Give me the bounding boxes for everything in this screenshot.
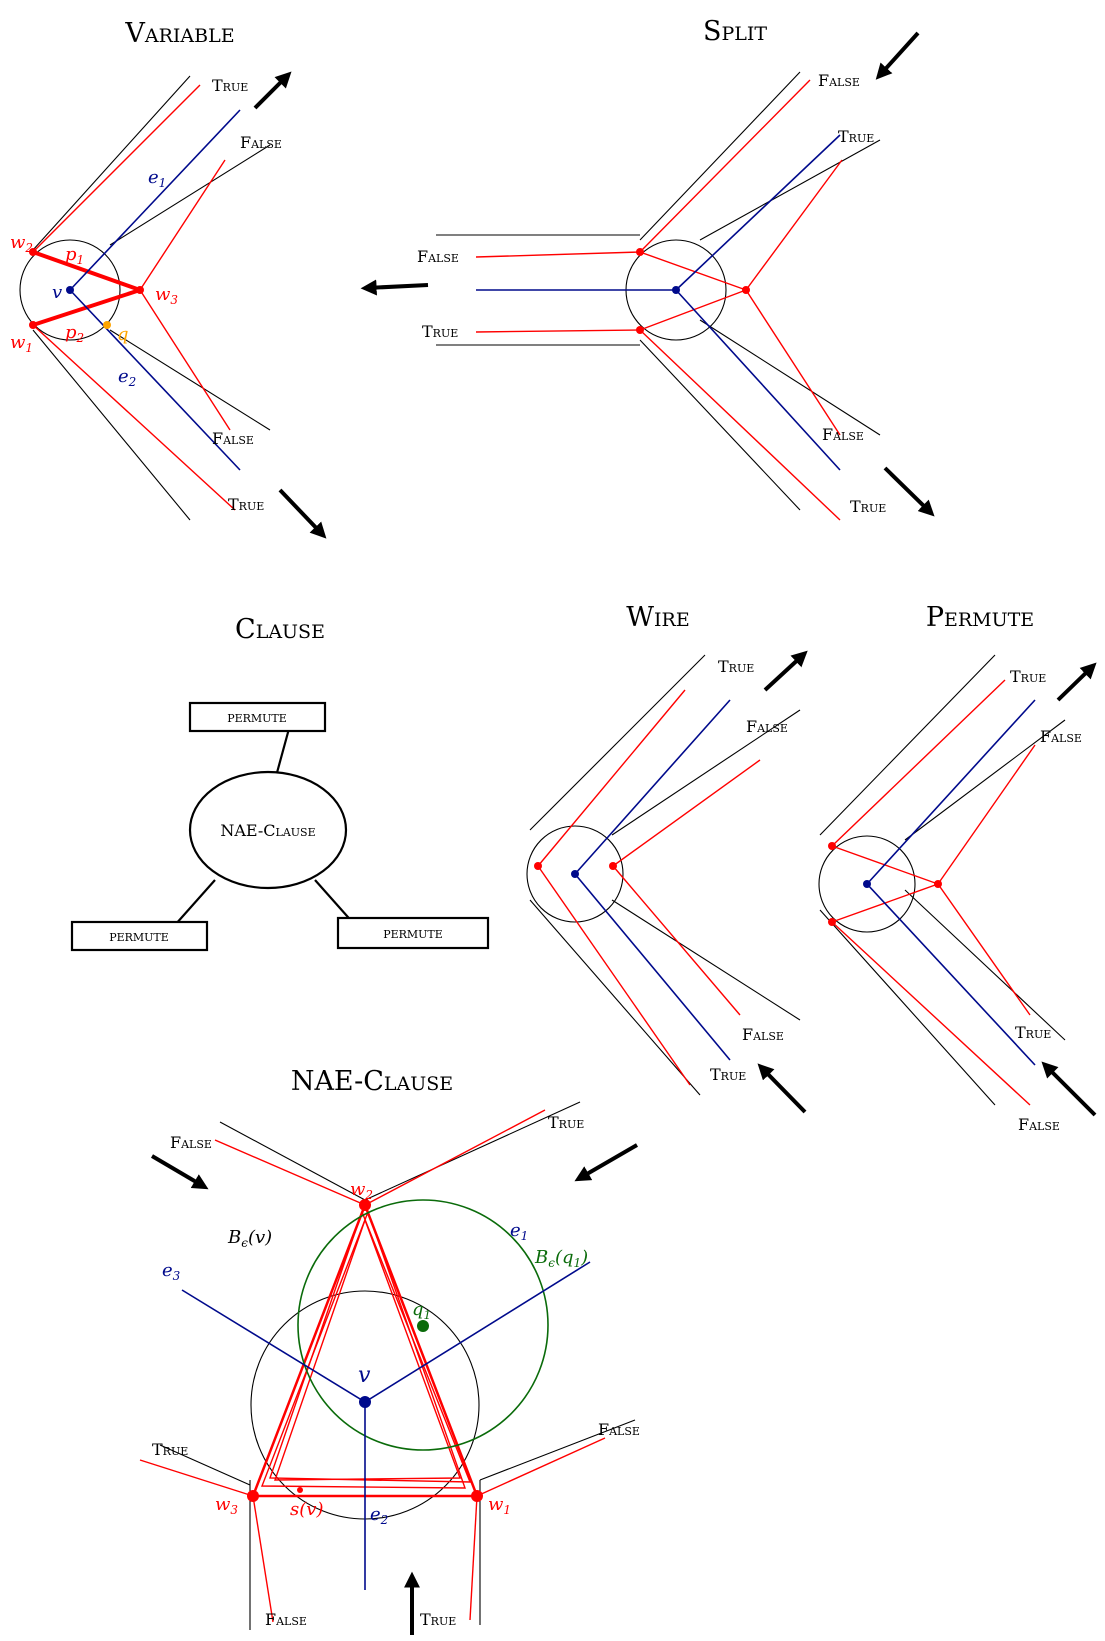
- svg-text:v: v: [358, 1363, 371, 1388]
- wire-arrow-out: [763, 650, 808, 692]
- clause-gadget: Clause permute permute permute NAE-Claus…: [70, 614, 490, 952]
- variable-true-bottom: True: [228, 495, 264, 514]
- nae-clause-node: [188, 770, 348, 890]
- wire-arrow-in: [757, 1063, 807, 1114]
- nae-false-top-left: False: [170, 1133, 212, 1152]
- svg-text:w3: w3: [155, 284, 178, 307]
- split-arrow-out: [883, 466, 935, 517]
- svg-text:NAE-Clause: NAE-Clause: [220, 821, 315, 840]
- split-gadget: Split False True False True False True: [360, 16, 935, 521]
- nae-clause-title: NAE-Clause: [291, 1066, 453, 1097]
- split-true-left: True: [422, 322, 458, 341]
- svg-text:p2: p2: [65, 322, 84, 345]
- permute-false-bottom: False: [1018, 1115, 1060, 1134]
- svg-text:w2: w2: [350, 1179, 373, 1202]
- nae-true-top-right: True: [548, 1113, 584, 1132]
- svg-text:v: v: [52, 282, 62, 303]
- arrow-out-up: [253, 71, 292, 110]
- svg-text:s(v): s(v): [290, 1499, 323, 1520]
- wire-false-bottom: False: [742, 1025, 784, 1044]
- variable-gadget: Variable True False False True e1 e2 w2 …: [10, 18, 327, 539]
- nae-false-bottom: False: [265, 1610, 307, 1629]
- permute-arrow-in: [1041, 1061, 1097, 1117]
- variable-title: Variable: [124, 18, 234, 49]
- svg-text:Bϵ(q1): Bϵ(q1): [534, 1247, 588, 1270]
- permute-box-right: [336, 916, 490, 950]
- permute-box-left: [70, 920, 209, 952]
- nae-true-left: True: [152, 1440, 188, 1459]
- permute-title: Permute: [926, 602, 1034, 633]
- arrow-out-down: [278, 488, 327, 539]
- permute-box-top: [188, 701, 327, 733]
- variable-false-bottom: False: [212, 429, 254, 448]
- svg-text:p1: p1: [65, 244, 84, 267]
- wire-false-top: False: [746, 717, 788, 736]
- split-arrow-left: [360, 279, 429, 296]
- svg-text:q1: q1: [412, 1299, 431, 1322]
- wire-title: Wire: [626, 602, 689, 633]
- svg-text:w2: w2: [10, 232, 33, 255]
- nae-arrow-right: [574, 1143, 639, 1182]
- svg-text:e2: e2: [370, 1504, 388, 1527]
- wire-true-bottom: True: [710, 1065, 746, 1084]
- svg-text:e1: e1: [148, 167, 166, 190]
- permute-arrow-out: [1056, 662, 1097, 702]
- wire-true-top: True: [718, 657, 754, 676]
- split-title: Split: [703, 16, 767, 47]
- svg-text:Bϵ(v): Bϵ(v): [227, 1227, 272, 1250]
- nae-clause-gadget: NAE-Clause False: [139, 1066, 640, 1635]
- split-true-top: True: [838, 127, 874, 146]
- nae-arrow-left: [150, 1154, 209, 1190]
- svg-text:q: q: [117, 324, 129, 345]
- variable-false-top: False: [240, 133, 282, 152]
- wire-gadget: Wire True False False True: [526, 602, 808, 1114]
- split-arrow-in: [875, 31, 920, 80]
- split-false-top: False: [818, 71, 860, 90]
- ball-q1: [297, 1199, 549, 1451]
- svg-text:permute: permute: [227, 707, 287, 726]
- nae-true-bottom: True: [420, 1610, 456, 1629]
- permute-gadget: Permute True False True False: [818, 602, 1097, 1134]
- svg-text:e2: e2: [118, 366, 136, 389]
- svg-text:e3: e3: [162, 1260, 181, 1283]
- split-true-bottom: True: [850, 497, 886, 516]
- permute-false-top: False: [1040, 727, 1082, 746]
- variable-true-top: True: [212, 76, 248, 95]
- vertex-v: [66, 286, 74, 294]
- nae-false-right: False: [598, 1420, 640, 1439]
- svg-text:w1: w1: [10, 332, 33, 355]
- svg-text:w3: w3: [215, 1494, 238, 1517]
- svg-text:permute: permute: [109, 926, 169, 945]
- permute-true-bottom: True: [1015, 1023, 1051, 1042]
- clause-title: Clause: [235, 614, 325, 645]
- svg-text:w1: w1: [488, 1494, 511, 1517]
- split-false-left: False: [417, 247, 459, 266]
- svg-text:permute: permute: [383, 923, 443, 942]
- split-false-bottom: False: [822, 425, 864, 444]
- permute-true-top: True: [1010, 667, 1046, 686]
- point-q: [103, 321, 111, 329]
- svg-text:e1: e1: [510, 1220, 528, 1243]
